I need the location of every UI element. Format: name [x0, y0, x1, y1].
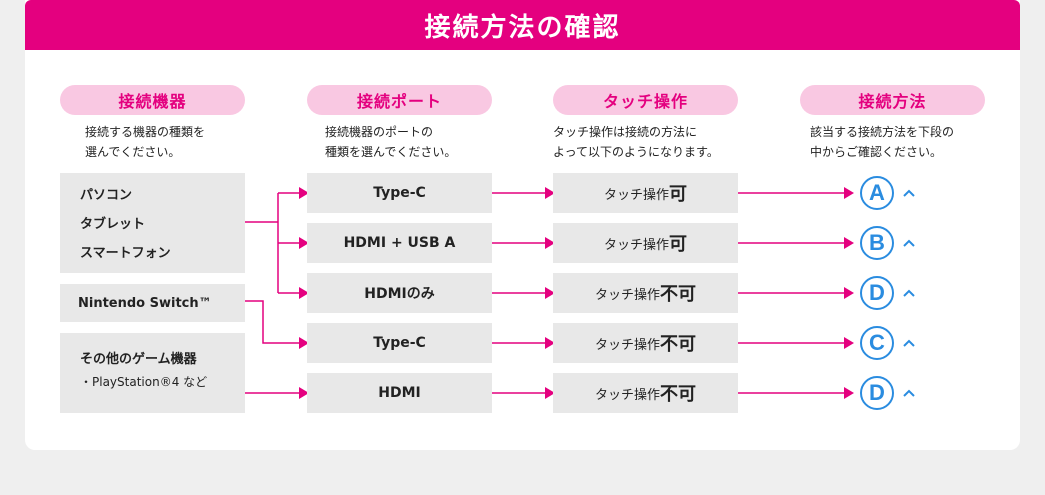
port-label: Type-C: [373, 185, 426, 201]
touch-box: タッチ操作可: [553, 173, 738, 213]
device-label: スマートフォン: [80, 246, 171, 261]
device-box-game[interactable]: その他のゲーム機器 ・PlayStation®4 など: [60, 333, 245, 413]
chevron-up-icon: [903, 189, 915, 197]
device-box-pc[interactable]: パソコン タブレット スマートフォン: [60, 173, 245, 273]
desc-line: 該当する接続方法を下段の: [810, 125, 955, 139]
column-desc-touch: タッチ操作は接続の方法に よって以下のようになります。: [553, 122, 719, 162]
port-box[interactable]: Type-C: [307, 323, 492, 363]
touch-result: 可: [669, 234, 687, 255]
column-header-method: 接続方法: [800, 85, 985, 115]
method-badge: C: [860, 326, 894, 360]
desc-line: 中からご確認ください。: [810, 145, 943, 159]
device-label: Nintendo Switch™: [78, 295, 212, 311]
column-desc-method: 該当する接続方法を下段の 中からご確認ください。: [810, 122, 954, 162]
device-label: パソコン: [80, 188, 133, 203]
method-badge: B: [860, 226, 894, 260]
method-badge: A: [860, 176, 894, 210]
method-badge: D: [860, 376, 894, 410]
desc-line: 選んでください。: [85, 145, 181, 159]
desc-line: タッチ操作は接続の方法に: [553, 125, 698, 139]
method-link[interactable]: C: [860, 326, 916, 360]
chevron-up-icon: [903, 289, 915, 297]
port-box[interactable]: HDMIのみ: [307, 273, 492, 313]
touch-result: 不可: [660, 284, 696, 305]
touch-label: タッチ操作: [594, 387, 660, 403]
column-desc-port: 接続機器のポートの 種類を選んでください。: [325, 122, 456, 162]
port-box[interactable]: Type-C: [307, 173, 492, 213]
touch-label: タッチ操作: [594, 287, 660, 303]
desc-line: 接続機器のポートの: [325, 125, 434, 139]
column-header-device: 接続機器: [60, 85, 245, 115]
touch-box: タッチ操作不可: [553, 373, 738, 413]
touch-result: 不可: [660, 334, 696, 355]
port-label: HDMI: [378, 385, 421, 401]
touch-result: 不可: [660, 384, 696, 405]
port-label: HDMI + USB A: [343, 235, 456, 251]
port-box[interactable]: HDMI + USB A: [307, 223, 492, 263]
touch-label: タッチ操作: [594, 337, 660, 353]
method-link[interactable]: A: [860, 176, 916, 210]
port-label: HDMIのみ: [364, 286, 435, 302]
touch-box: タッチ操作不可: [553, 323, 738, 363]
method-link[interactable]: B: [860, 226, 916, 260]
desc-line: よって以下のようになります。: [553, 145, 719, 159]
touch-label: タッチ操作: [603, 187, 669, 203]
chevron-up-icon: [903, 239, 915, 247]
column-header-port: 接続ポート: [307, 85, 492, 115]
touch-label: タッチ操作: [603, 237, 669, 253]
method-badge: D: [860, 276, 894, 310]
device-box-switch[interactable]: Nintendo Switch™: [60, 284, 245, 322]
desc-line: 種類を選んでください。: [325, 145, 457, 159]
method-link[interactable]: D: [860, 276, 916, 310]
port-label: Type-C: [373, 335, 426, 351]
page-title: 接続方法の確認: [25, 0, 1020, 50]
device-label: タブレット: [80, 217, 146, 232]
touch-box: タッチ操作不可: [553, 273, 738, 313]
column-header-touch: タッチ操作: [553, 85, 738, 115]
port-box[interactable]: HDMI: [307, 373, 492, 413]
device-note: ・PlayStation®4 など: [80, 375, 208, 389]
method-link[interactable]: D: [860, 376, 916, 410]
touch-box: タッチ操作可: [553, 223, 738, 263]
chevron-up-icon: [903, 389, 915, 397]
desc-line: 接続する機器の種類を: [85, 125, 206, 139]
device-label: その他のゲーム機器: [80, 352, 197, 367]
chevron-up-icon: [903, 339, 915, 347]
touch-result: 可: [669, 184, 687, 205]
column-desc-device: 接続する機器の種類を 選んでください。: [85, 122, 205, 162]
